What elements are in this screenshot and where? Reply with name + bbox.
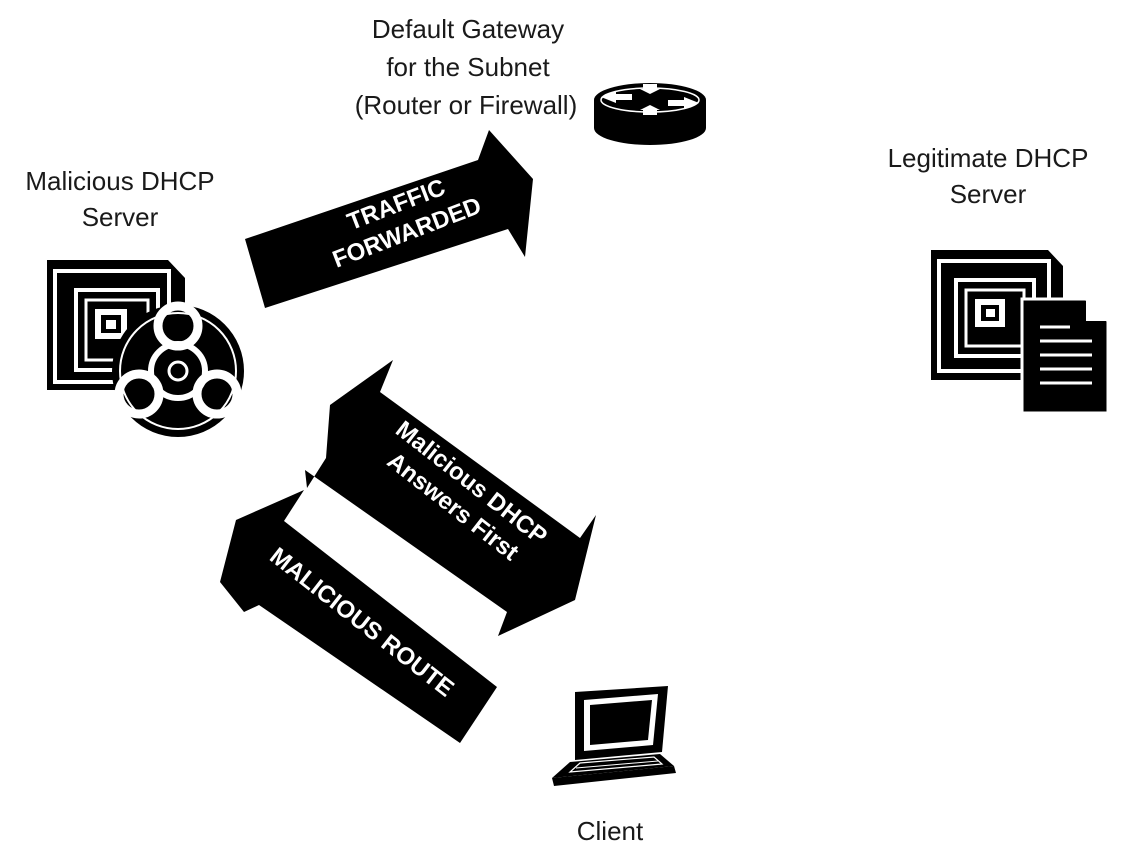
gateway-label-line-2: for the Subnet (386, 52, 550, 82)
gateway-label-line-3: (Router or Firewall) (355, 90, 578, 120)
router-icon (594, 83, 706, 145)
gateway-label-line-1: Default Gateway (372, 14, 564, 44)
legitimate-server-label-line-2: Server (950, 179, 1027, 209)
malicious-server-label-line-1: Malicious DHCP (25, 166, 214, 196)
gateway-label: Default Gateway for the Subnet (Router o… (355, 14, 578, 120)
malicious-server-label: Malicious DHCP Server (25, 166, 214, 232)
legitimate-server-icon (931, 250, 1110, 415)
biohazard-icon (112, 301, 244, 437)
laptop-icon (552, 686, 676, 786)
client-label: Client (577, 816, 644, 846)
malicious-server-icon (47, 260, 244, 437)
traffic-forwarded-arrow: TRAFFIC FORWARDED (245, 130, 533, 308)
malicious-server-label-line-2: Server (82, 202, 159, 232)
legitimate-server-label: Legitimate DHCP Server (888, 143, 1089, 209)
legitimate-server-label-line-1: Legitimate DHCP (888, 143, 1089, 173)
document-icon (1020, 297, 1110, 415)
